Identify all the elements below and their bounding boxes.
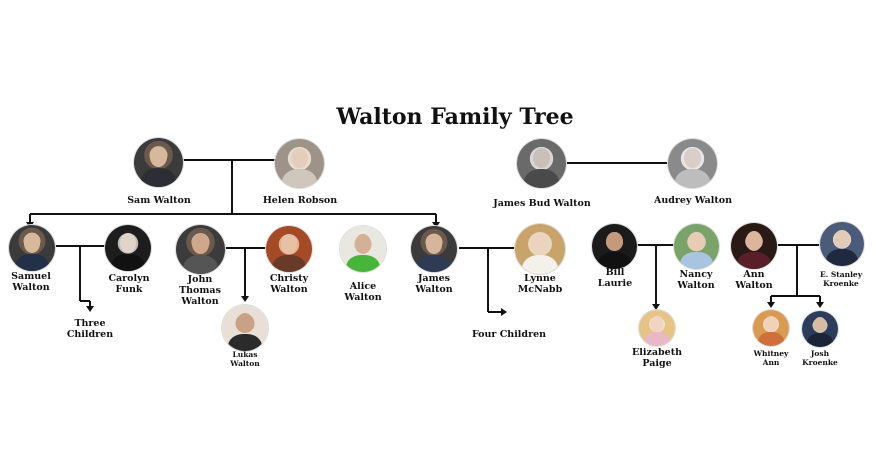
photo-sam xyxy=(134,138,183,187)
label-whitney: Whitney Ann xyxy=(753,349,789,367)
photo-elizabeth xyxy=(639,310,675,346)
photo-carolyn xyxy=(105,225,151,271)
photo-nancy xyxy=(674,224,719,269)
photo-bill xyxy=(592,224,637,269)
label-james: James Walton xyxy=(415,273,453,295)
photo-stanley xyxy=(820,222,864,266)
photo-josh xyxy=(802,311,838,347)
label-josh: Josh Kroenke xyxy=(802,349,838,367)
label-sam: Sam Walton xyxy=(127,195,191,206)
arrowhead-whitney xyxy=(767,302,775,308)
label-ann: Ann Walton xyxy=(735,269,773,291)
arrowhead-elizabeth xyxy=(652,304,660,310)
label-lynne: Lynne McNabb xyxy=(517,273,563,295)
group-three-children: Three Children xyxy=(66,318,114,340)
label-lukas: Lukas Walton xyxy=(230,350,260,368)
arrowhead-lukas xyxy=(241,296,249,302)
arrowhead-james xyxy=(432,222,440,228)
label-audrey: Audrey Walton xyxy=(653,195,733,206)
label-elizabeth: Elizabeth Paige xyxy=(632,347,682,369)
photo-john xyxy=(176,225,225,274)
photo-james xyxy=(411,226,457,272)
arrowhead-four-children xyxy=(501,308,507,316)
photo-audrey xyxy=(668,139,717,188)
label-nancy: Nancy Walton xyxy=(677,269,715,291)
photo-christy xyxy=(266,226,312,272)
group-four-children: Four Children xyxy=(471,329,547,340)
label-helen: Helen Robson xyxy=(262,195,338,206)
photo-whitney xyxy=(753,310,789,346)
photo-alice xyxy=(340,226,386,272)
label-samuel: Samuel Walton xyxy=(11,271,51,293)
photo-samuel xyxy=(9,225,55,271)
arrowhead-three-children xyxy=(86,306,94,312)
label-bill: Bill Laurie xyxy=(597,267,633,289)
photo-ann xyxy=(731,223,777,269)
photo-helen xyxy=(275,139,324,188)
label-carolyn: Carolyn Funk xyxy=(108,273,150,295)
label-christy: Christy Walton xyxy=(269,273,309,295)
label-alice: Alice Walton xyxy=(344,281,382,303)
page-title: Walton Family Tree xyxy=(336,104,574,130)
label-john: John Thomas Walton xyxy=(179,274,221,307)
photo-lukas xyxy=(222,305,268,351)
photo-lynne xyxy=(515,224,565,274)
label-stanley: E. Stanley Kroenke xyxy=(819,270,863,288)
photo-bud xyxy=(517,139,566,188)
arrowhead-josh xyxy=(816,302,824,308)
label-bud: James Bud Walton xyxy=(493,198,591,209)
